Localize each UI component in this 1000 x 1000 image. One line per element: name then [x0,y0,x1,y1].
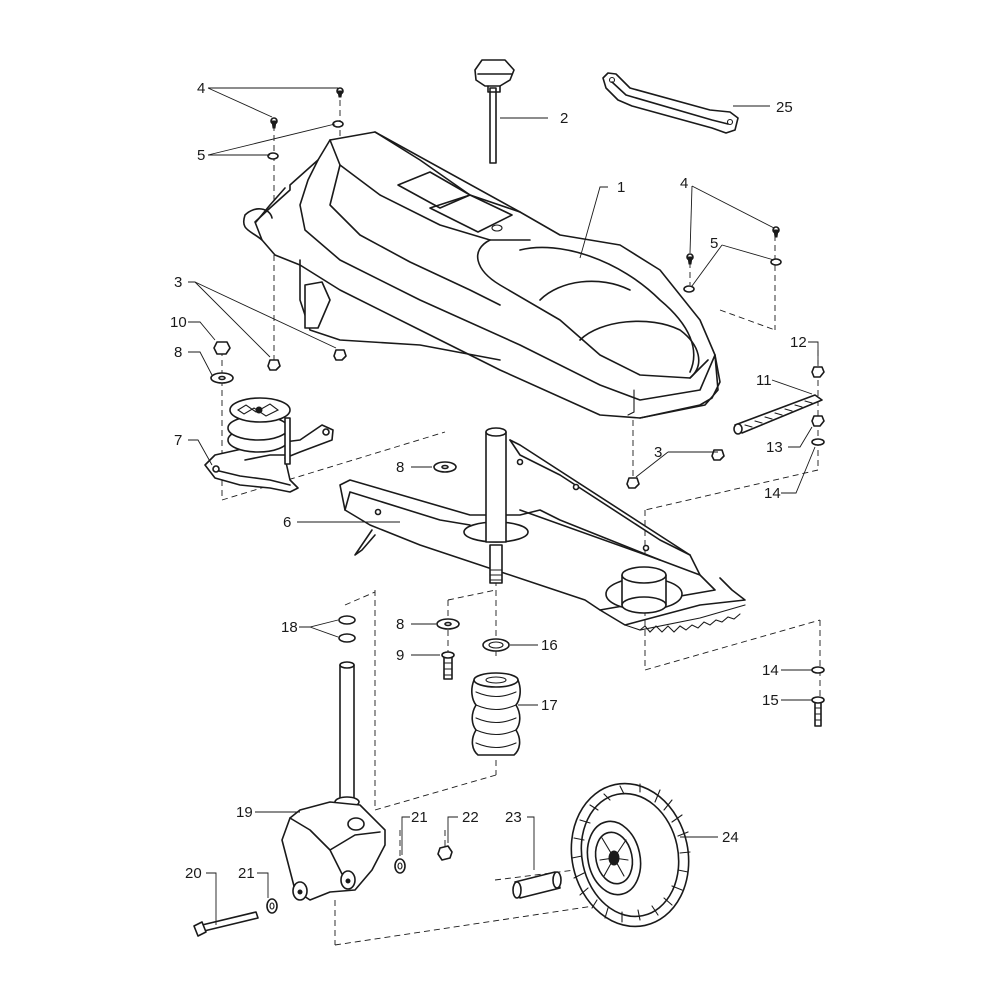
callout-12: 12 [790,334,807,351]
callout-labels: 4 2 1 25 5 4 5 3 10 8 7 8 6 12 11 13 14 … [170,80,807,882]
part-caster-fork [281,661,386,901]
part-spacer-tube [512,871,562,899]
part-o-rings [338,615,356,643]
callout-25: 25 [776,99,793,116]
part-nuts [267,349,725,489]
callout-16: 16 [541,637,558,654]
callout-5-right: 5 [710,235,718,252]
callout-15: 15 [762,692,779,709]
callout-4-right: 4 [680,175,688,192]
part-bracket-plate [602,72,739,134]
callout-6: 6 [283,514,291,531]
callout-9: 9 [396,647,404,664]
part-knob-pin [474,59,515,164]
part-clip [482,638,510,652]
callout-8-left: 8 [174,344,182,361]
callout-1: 1 [617,179,625,196]
callout-17: 17 [541,697,558,714]
callout-8-mid: 8 [396,459,404,476]
callout-21-right: 21 [411,809,428,826]
part-pulley-assembly [204,397,334,493]
callout-14-lower: 14 [762,662,779,679]
leader-lines [188,87,819,925]
part-bolt-9 [441,651,455,680]
callout-18: 18 [281,619,298,636]
callout-13: 13 [766,439,783,456]
callout-11: 11 [756,372,772,389]
callout-23: 23 [505,809,522,826]
callout-3-left: 3 [174,274,182,291]
callout-7: 7 [174,432,182,449]
callout-5-left: 5 [197,147,205,164]
callout-3-right: 3 [654,444,662,461]
callout-21-left: 21 [238,865,255,882]
callout-24: 24 [722,829,739,846]
part-chassis-frame [339,427,746,633]
callout-10: 10 [170,314,187,331]
callout-14-upper: 14 [764,485,781,502]
callout-19: 19 [236,804,253,821]
part-bellows [471,672,521,756]
callout-4-left: 4 [197,80,205,97]
part-axle-bolt [193,845,453,937]
part-nut-washers-left [210,341,460,630]
part-cover-shell [243,131,721,419]
callout-20: 20 [185,865,202,882]
part-screws-washers-top [267,87,782,293]
callout-2: 2 [560,110,568,127]
part-spring [733,394,823,435]
callout-22: 22 [462,809,479,826]
callout-8-lower: 8 [396,616,404,633]
part-wheel [570,782,691,928]
part-small-fasteners-right [811,366,825,727]
